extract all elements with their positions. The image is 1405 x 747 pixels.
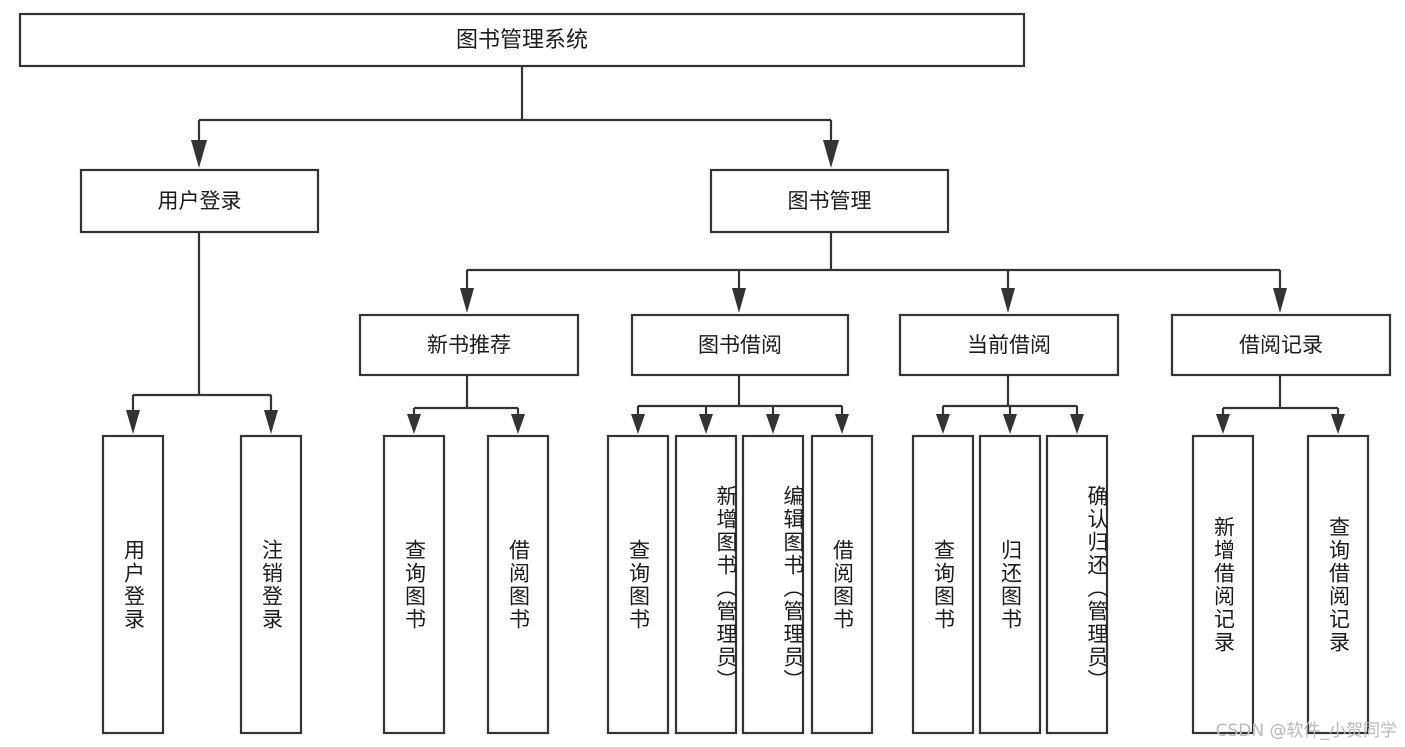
arrow-book-mgmt-new-book bbox=[460, 288, 474, 313]
arrow-book-mgmt-borrow bbox=[732, 288, 746, 313]
connector-group-book-borrow bbox=[631, 375, 849, 434]
leaf-box-current-borrow-2[interactable] bbox=[978, 434, 1042, 735]
leaf-box-book-borrow-1[interactable] bbox=[606, 434, 670, 735]
node-box-root[interactable] bbox=[18, 12, 1026, 68]
node-label-root: 图书管理系统 bbox=[456, 28, 588, 53]
node-box-current-borrow[interactable] bbox=[898, 313, 1120, 377]
connector-group-book-mgmt bbox=[460, 232, 1287, 313]
arrow-current-borrow-leaf2 bbox=[1003, 414, 1017, 434]
node-label-user-login: 用户登录 bbox=[158, 189, 242, 213]
node-box-book-borrow[interactable] bbox=[630, 313, 850, 377]
leaf-box-borrow-record-1[interactable] bbox=[1191, 434, 1255, 735]
arrow-book-borrow-leaf4 bbox=[835, 414, 849, 434]
leaf-box-new-book-2[interactable] bbox=[486, 434, 550, 735]
connector-group-user-login bbox=[126, 232, 278, 434]
arrow-new-book-leaf1 bbox=[407, 414, 421, 434]
node-label-new-book-recommend: 新书推荐 bbox=[427, 333, 511, 357]
arrow-current-borrow-leaf3 bbox=[1070, 414, 1084, 434]
arrow-root-to-book-mgmt bbox=[823, 140, 839, 168]
node-label-borrow-record: 借阅记录 bbox=[1239, 333, 1323, 357]
node-label-book-management: 图书管理 bbox=[788, 189, 872, 213]
arrow-user-login-leaf2 bbox=[264, 410, 278, 434]
leaf-box-current-borrow-3[interactable] bbox=[1045, 434, 1109, 735]
arrow-user-login-leaf1 bbox=[126, 410, 140, 434]
connector-group-borrow-record bbox=[1216, 375, 1345, 434]
node-box-book-management[interactable] bbox=[709, 168, 950, 234]
arrow-book-borrow-leaf1 bbox=[631, 414, 645, 434]
leaf-box-user-login-2[interactable] bbox=[239, 434, 303, 735]
leaf-box-book-borrow-2[interactable] bbox=[674, 434, 738, 735]
node-box-user-login[interactable] bbox=[79, 168, 320, 234]
node-label-current-borrow: 当前借阅 bbox=[967, 333, 1051, 357]
leaf-box-borrow-record-2[interactable] bbox=[1306, 434, 1370, 735]
arrow-current-borrow-leaf1 bbox=[936, 414, 950, 434]
leaf-box-current-borrow-1[interactable] bbox=[911, 434, 975, 735]
csdn-watermark: CSDN @软件_小贺同学 bbox=[1215, 721, 1397, 741]
arrow-borrow-record-leaf2 bbox=[1331, 414, 1345, 434]
node-box-borrow-record[interactable] bbox=[1170, 313, 1392, 377]
arrow-book-mgmt-record bbox=[1273, 288, 1287, 313]
arrow-book-borrow-leaf3 bbox=[766, 414, 780, 434]
leaf-box-book-borrow-4[interactable] bbox=[810, 434, 874, 735]
connector-group-current-borrow bbox=[936, 375, 1084, 434]
leaf-box-book-borrow-3[interactable] bbox=[741, 434, 805, 735]
connector-group-new-book bbox=[407, 375, 525, 434]
node-label-book-borrow: 图书借阅 bbox=[698, 333, 782, 357]
arrow-book-mgmt-current bbox=[1001, 288, 1015, 313]
arrow-borrow-record-leaf1 bbox=[1216, 414, 1230, 434]
leaf-box-user-login-1[interactable] bbox=[101, 434, 165, 735]
connector-group-root bbox=[191, 66, 839, 168]
arrow-root-to-user-login bbox=[191, 140, 207, 168]
leaf-box-new-book-1[interactable] bbox=[382, 434, 446, 735]
node-box-new-book-recommend[interactable] bbox=[358, 313, 580, 377]
arrow-book-borrow-leaf2 bbox=[699, 414, 713, 434]
arrow-new-book-leaf2 bbox=[511, 414, 525, 434]
